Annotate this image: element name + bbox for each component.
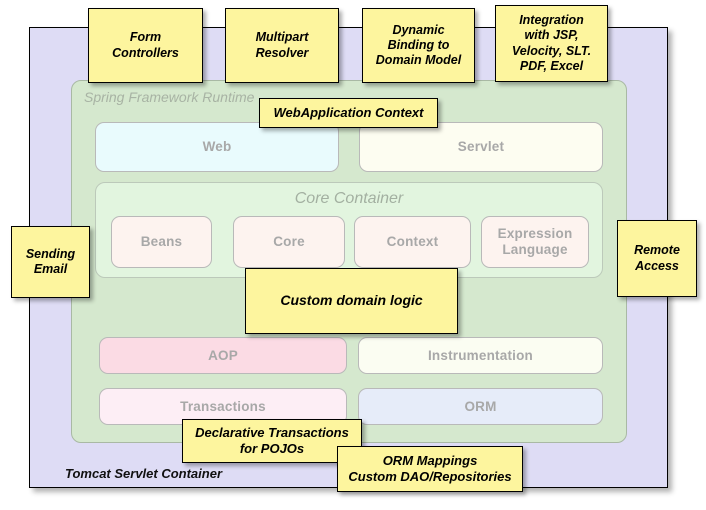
note-multipart-resolver[interactable]: Multipart Resolver [225,8,339,83]
module-beans[interactable]: Beans [111,216,212,268]
note-dynamic-binding-line-2: Binding to [387,37,450,52]
module-core-label: Core [273,234,305,250]
module-core[interactable]: Core [233,216,345,268]
note-orm-mappings-line-2: Custom DAO/Repositories [348,469,512,484]
module-aop[interactable]: AOP [99,337,347,374]
spring-framework-runtime-label: Spring Framework Runtime [84,89,255,105]
module-web[interactable]: Web [95,122,339,172]
module-web-label: Web [202,139,232,155]
note-integration-view[interactable]: Integration with JSP, Velocity, SLT. PDF… [495,5,608,82]
note-multipart-resolver-line-2: Resolver [255,45,309,60]
note-sending-email-line-1: Sending [25,246,76,261]
module-orm[interactable]: ORM [358,388,603,425]
module-servlet[interactable]: Servlet [359,122,603,172]
note-sending-email-line-2: Email [33,262,68,276]
note-integration-view-line-1: Integration [519,13,584,27]
module-orm-label: ORM [464,398,497,414]
note-custom-domain-logic-line-1: Custom domain logic [280,292,423,309]
note-integration-view-line-2: with JSP, [524,28,579,43]
module-expression-language[interactable]: Expression Language [481,216,589,268]
note-multipart-resolver-line-1: Multipart [255,30,309,45]
note-form-controllers-line-1: Form [129,30,162,45]
note-dynamic-binding-line-3: Domain Model [375,53,462,68]
module-instrumentation-label: Instrumentation [427,347,533,363]
note-remote-access-line-1: Remote [634,243,680,258]
note-orm-mappings-line-1: ORM Mappings [382,453,478,469]
tomcat-servlet-container-label: Tomcat Servlet Container [65,466,223,481]
module-aop-label: AOP [208,347,238,363]
note-integration-view-line-3: Velocity, SLT. [511,43,592,58]
module-expression-language-label: Expression Language [497,226,573,257]
note-dynamic-binding-line-1: Dynamic [392,22,445,37]
module-instrumentation[interactable]: Instrumentation [358,337,603,374]
note-declarative-transactions-line-2: for POJOs [239,441,305,456]
note-orm-mappings[interactable]: ORM Mappings Custom DAO/Repositories [337,446,523,492]
note-form-controllers[interactable]: Form Controllers [88,8,203,83]
note-form-controllers-line-2: Controllers [112,45,179,60]
note-webapplication-context-line-1: WebApplication Context [273,105,424,121]
module-context[interactable]: Context [354,216,471,268]
note-remote-access-line-2: Access [635,258,679,273]
note-remote-access[interactable]: Remote Access [617,220,697,297]
core-container-title: Core Container [294,190,404,207]
note-declarative-transactions[interactable]: Declarative Transactions for POJOs [182,419,362,463]
note-dynamic-binding[interactable]: Dynamic Binding to Domain Model [362,8,475,83]
module-servlet-label: Servlet [457,139,505,155]
module-transactions-label: Transactions [180,398,266,414]
note-declarative-transactions-line-1: Declarative Transactions [195,425,349,441]
note-integration-view-line-4: PDF, Excel [519,58,584,73]
module-context-label: Context [386,234,439,250]
note-custom-domain-logic[interactable]: Custom domain logic [245,268,458,334]
note-webapplication-context[interactable]: WebApplication Context [259,98,438,128]
note-sending-email[interactable]: Sending Email [11,226,90,298]
module-beans-label: Beans [140,234,183,250]
